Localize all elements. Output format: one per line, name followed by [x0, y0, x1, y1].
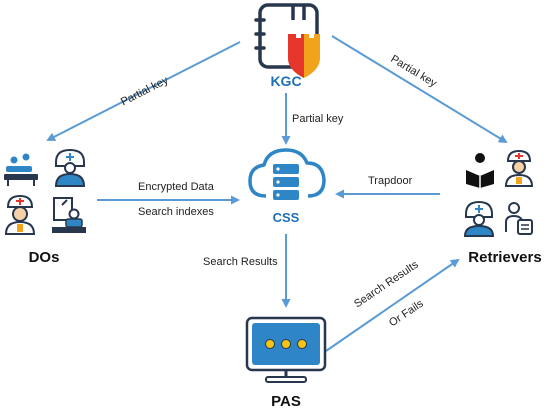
clinician-desk-icon [52, 197, 86, 233]
doctor-icon [504, 149, 534, 187]
arrow-kgc-to-dos [46, 41, 241, 141]
data-owners-icon [4, 148, 86, 235]
dos-label: DOs [29, 249, 60, 266]
kgc-node: KGC [254, 3, 320, 89]
css-node: CSS [248, 148, 326, 225]
arrow-pas-to-retrievers [325, 258, 460, 352]
label-retrievers-to-css: Trapdoor [368, 175, 413, 187]
dos-node: DOs [4, 148, 86, 266]
arrow-kgc-to-retrievers [331, 35, 508, 144]
nurse-icon [463, 200, 495, 237]
retrievers-label: Retrievers [468, 249, 541, 266]
label-kgc-to-dos: Partial key [119, 74, 171, 108]
retrievers-node: Retrievers [463, 149, 542, 266]
reader-icon [466, 153, 494, 188]
pas-node: PAS [245, 316, 327, 410]
label-pas-to-retrievers-2: Or Fails [387, 297, 426, 329]
pas-label: PAS [271, 393, 301, 410]
label-dos-to-css-1: Encrypted Data [138, 181, 215, 193]
key-generation-center-icon [254, 3, 320, 78]
kgc-label: KGC [270, 73, 301, 89]
css-label: CSS [273, 210, 300, 225]
user-id-icon [505, 202, 533, 235]
monitor-icon [245, 316, 327, 383]
label-kgc-to-retrievers: Partial key [388, 53, 439, 90]
cloud-server-icon [248, 148, 326, 200]
label-kgc-to-css: Partial key [292, 113, 344, 125]
medical-team-icon [4, 153, 38, 186]
label-css-to-pas: Search Results [203, 256, 278, 268]
doctor-icon [4, 194, 36, 235]
retrievers-icon [463, 149, 534, 237]
nurse-icon [54, 148, 86, 187]
label-dos-to-css-2: Search indexes [138, 206, 214, 218]
edges [46, 35, 508, 352]
